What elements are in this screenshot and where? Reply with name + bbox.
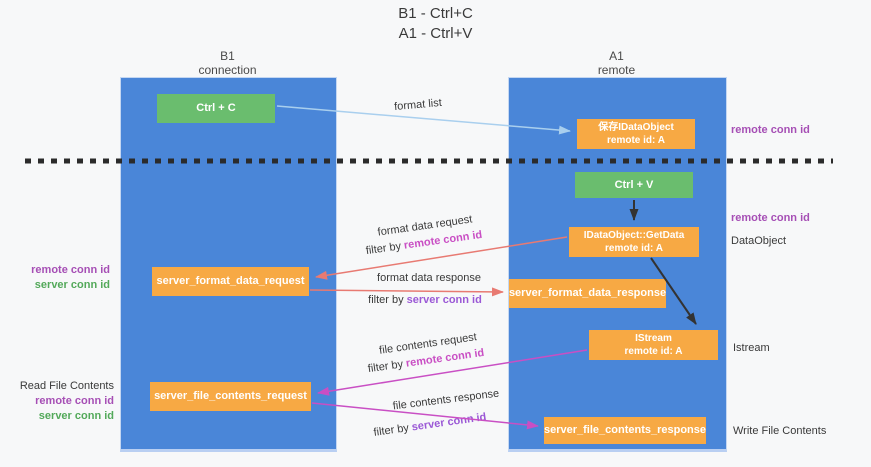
right-remote-conn-id-mid: remote conn id: [731, 212, 810, 224]
save-idataobject-line1: 保存IDataObject: [598, 122, 674, 133]
server-file-contents-request-label: server_file_contents_request: [154, 390, 307, 402]
dataobject-label: DataObject: [731, 235, 787, 247]
server-conn-id-text: server conn id: [406, 294, 482, 306]
lifeline-a1-role: remote: [597, 63, 636, 77]
right-remote-conn-id-top: remote conn id: [731, 124, 810, 136]
save-idataobject-box: 保存IDataObject remote id: A: [577, 119, 695, 149]
title-line-1: B1 - Ctrl+C: [398, 5, 473, 22]
ctrl-v-box: Ctrl + V: [575, 172, 693, 198]
istream-line1: IStream: [635, 333, 672, 344]
getdata-line2: remote id: A: [605, 243, 663, 254]
lifeline-header-a1: A1 remote: [508, 49, 725, 77]
ctrl-c-label: Ctrl + C: [196, 102, 236, 114]
lifeline-a1-name: A1: [609, 49, 624, 63]
server-file-contents-response-box: server_file_contents_response: [544, 417, 706, 444]
istream-annotation: Istream: [733, 342, 770, 354]
left-server-conn-id-bottom: server conn id: [38, 410, 114, 422]
file-contents-response-label: file contents response: [392, 387, 500, 413]
format-data-response-label: format data response: [377, 272, 481, 284]
filter-by-text: filter by: [372, 422, 410, 439]
left-conn-id-block-bottom: Read File Contents remote conn id server…: [6, 379, 114, 424]
server-file-contents-request-box: server_file_contents_request: [150, 382, 311, 411]
idataobject-getdata-box: IDataObject::GetData remote id: A: [569, 227, 699, 257]
left-conn-id-block-top: remote conn id server conn id: [6, 263, 110, 293]
lifeline-b1-name: B1: [220, 49, 235, 63]
save-idataobject-line2: remote id: A: [607, 135, 665, 146]
format-data-response-arrow: [309, 287, 504, 297]
istream-line2: remote id: A: [624, 346, 683, 357]
server-file-contents-response-label: server_file_contents_response: [543, 424, 707, 436]
read-file-contents-label: Read File Contents: [19, 380, 114, 392]
filter-by-text: filter by: [368, 294, 404, 306]
left-remote-conn-id-top: remote conn id: [31, 264, 110, 276]
write-file-contents-label: Write File Contents: [733, 425, 827, 437]
server-format-data-request-box: server_format_data_request: [152, 267, 309, 296]
title-line-2: A1 - Ctrl+V: [398, 25, 473, 42]
getdata-line1: IDataObject::GetData: [583, 230, 685, 241]
format-list-label: format list: [393, 96, 443, 114]
istream-box: IStream remote id: A: [589, 330, 718, 360]
left-server-conn-id-top: server conn id: [34, 279, 110, 291]
filter-by-server-2: filter byserver conn id: [373, 411, 487, 439]
ctrl-v-label: Ctrl + V: [614, 178, 654, 191]
page-title: B1 - Ctrl+C A1 - Ctrl+V: [0, 4, 871, 44]
server-format-data-response-label: server_format_data_response: [508, 287, 667, 299]
server-format-data-request-label: server_format_data_request: [156, 275, 305, 287]
server-conn-id-text: server conn id: [410, 411, 488, 434]
lifeline-b1-role: connection: [198, 63, 257, 77]
server-format-data-response-box: server_format_data_response: [509, 279, 666, 308]
lifeline-header-b1: B1 connection: [120, 49, 335, 77]
left-remote-conn-id-bottom: remote conn id: [35, 395, 114, 407]
filter-by-text: filter by: [367, 358, 404, 376]
filter-by-text: filter by: [365, 240, 402, 258]
ctrl-c-box: Ctrl + C: [157, 94, 275, 123]
